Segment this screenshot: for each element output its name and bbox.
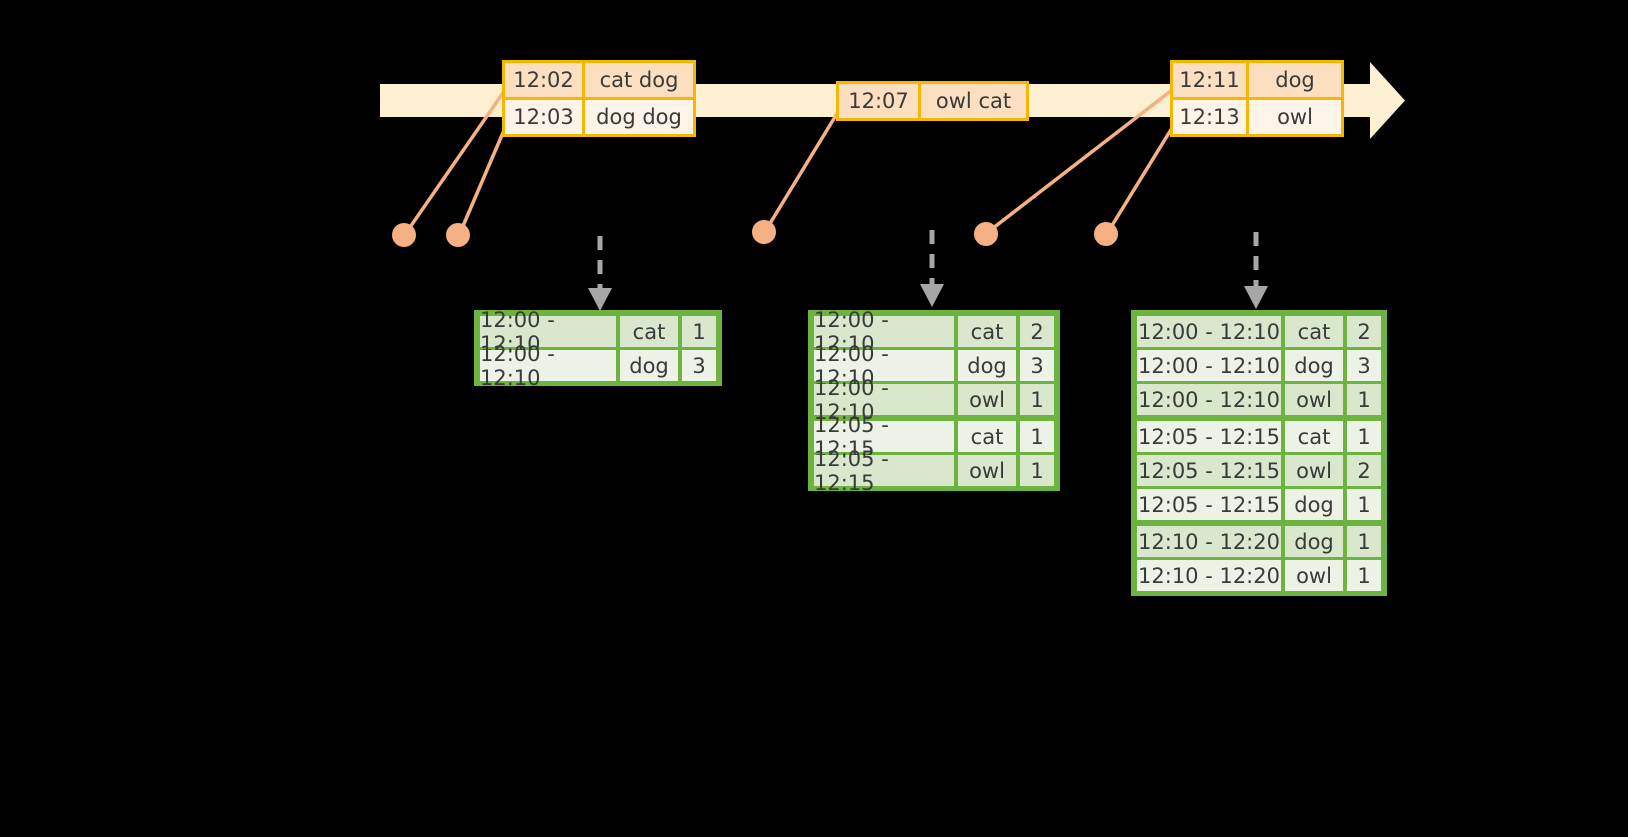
count-cell: 1 — [1347, 384, 1381, 415]
event-row: 12:02 cat dog — [505, 63, 693, 97]
dashed-arrow-2-head — [920, 284, 944, 307]
event-row: 12:11 dog — [1173, 63, 1341, 97]
connector-12-07 — [764, 110, 840, 232]
word-cell: owl — [958, 455, 1016, 486]
event-time: 12:07 — [839, 84, 921, 118]
event-row: 12:13 owl — [1173, 97, 1341, 134]
result-table-3: 12:00 - 12:10 cat 2 12:00 - 12:10 dog 3 … — [1131, 310, 1387, 596]
table-row: 12:05 - 12:15 owl 1 — [812, 447, 1056, 495]
word-cell: dog — [1285, 526, 1343, 557]
event-words: dog dog — [585, 100, 693, 134]
word-cell: dog — [958, 350, 1016, 381]
event-time: 12:02 — [505, 63, 585, 97]
event-time: 12:13 — [1173, 100, 1249, 134]
count-cell: 2 — [1347, 455, 1381, 486]
count-cell: 1 — [1347, 489, 1381, 520]
window-cell: 12:05 - 12:15 — [1137, 489, 1281, 520]
table-row: 12:00 - 12:10 owl 1 — [812, 376, 1056, 424]
event-group-2: 12:07 owl cat — [836, 81, 1029, 121]
window-cell: 12:00 - 12:10 — [1137, 384, 1281, 415]
table-row: 12:05 - 12:15 cat 1 — [812, 413, 1056, 461]
event-group-1: 12:02 cat dog 12:03 dog dog — [502, 60, 696, 137]
word-cell: cat — [958, 316, 1016, 347]
count-cell: 1 — [1347, 560, 1381, 591]
word-cell: dog — [1285, 350, 1343, 381]
word-cell: owl — [1285, 455, 1343, 486]
count-cell: 2 — [1347, 316, 1381, 347]
result-table-2: 12:00 - 12:10 cat 2 12:00 - 12:10 dog 3 … — [808, 308, 1060, 495]
window-cell: 12:05 - 12:15 — [1137, 455, 1281, 486]
event-row: 12:07 owl cat — [839, 84, 1026, 118]
table-row: 12:00 - 12:10 dog 3 — [478, 342, 718, 390]
event-words: owl — [1249, 100, 1341, 134]
event-time: 12:03 — [505, 100, 585, 134]
table-row: 12:10 - 12:20 dog 1 — [1135, 524, 1383, 558]
window-cell: 12:05 - 12:15 — [814, 413, 954, 461]
word-cell: owl — [1285, 560, 1343, 591]
window-cell: 12:00 - 12:10 — [814, 376, 954, 424]
window-cell: 12:00 - 12:10 — [480, 342, 616, 390]
word-cell: cat — [958, 421, 1016, 452]
event-dot-12-03 — [446, 223, 470, 247]
connector-12-02 — [404, 88, 507, 235]
event-time: 12:11 — [1173, 63, 1249, 97]
count-cell: 1 — [1347, 526, 1381, 557]
word-cell: cat — [1285, 421, 1343, 452]
result-table-1: 12:00 - 12:10 cat 1 12:00 - 12:10 dog 3 — [474, 308, 722, 390]
count-cell: 1 — [1020, 421, 1054, 452]
word-cell: cat — [1285, 316, 1343, 347]
count-cell: 1 — [1020, 384, 1054, 415]
window-cell: 12:05 - 12:15 — [814, 447, 954, 495]
window-cell: 12:10 - 12:20 — [1137, 526, 1281, 557]
dashed-arrows — [588, 230, 1268, 311]
window-cell: 12:00 - 12:10 — [1137, 316, 1281, 347]
count-cell: 1 — [1347, 421, 1381, 452]
window-cell: 12:00 - 12:10 — [1137, 350, 1281, 381]
dashed-arrow-3-head — [1244, 286, 1268, 309]
event-dot-12-13 — [1094, 222, 1118, 246]
table-row: 12:00 - 12:10 cat 1 — [478, 308, 718, 356]
table-row: 12:00 - 12:10 dog 3 — [1135, 348, 1383, 382]
word-cell: owl — [1285, 384, 1343, 415]
window-cell: 12:10 - 12:20 — [1137, 560, 1281, 591]
count-cell: 1 — [1020, 455, 1054, 486]
event-words: cat dog — [585, 63, 693, 97]
window-cell: 12:05 - 12:15 — [1137, 421, 1281, 452]
count-cell: 3 — [1347, 350, 1381, 381]
connector-12-13 — [1106, 126, 1174, 234]
table-row: 12:05 - 12:15 owl 2 — [1135, 453, 1383, 487]
word-cell: cat — [620, 316, 678, 347]
event-words: dog — [1249, 63, 1341, 97]
event-dot-12-07 — [752, 220, 776, 244]
word-cell: dog — [620, 350, 678, 381]
count-cell: 2 — [1020, 316, 1054, 347]
event-dot-12-11 — [974, 222, 998, 246]
event-group-3: 12:11 dog 12:13 owl — [1170, 60, 1344, 137]
table-row: 12:05 - 12:15 dog 1 — [1135, 487, 1383, 521]
word-cell: dog — [1285, 489, 1343, 520]
table-row: 12:10 - 12:20 owl 1 — [1135, 558, 1383, 592]
event-words: owl cat — [921, 84, 1026, 118]
table-row: 12:05 - 12:15 cat 1 — [1135, 419, 1383, 453]
count-cell: 3 — [1020, 350, 1054, 381]
table-row: 12:00 - 12:10 owl 1 — [1135, 382, 1383, 416]
event-dot-12-02 — [392, 223, 416, 247]
word-cell: owl — [958, 384, 1016, 415]
count-cell: 3 — [682, 350, 716, 381]
table-row: 12:00 - 12:10 cat 2 — [1135, 314, 1383, 348]
table-row: 12:00 - 12:10 dog 3 — [812, 342, 1056, 390]
count-cell: 1 — [682, 316, 716, 347]
event-row: 12:03 dog dog — [505, 97, 693, 134]
connector-12-03 — [458, 126, 507, 235]
